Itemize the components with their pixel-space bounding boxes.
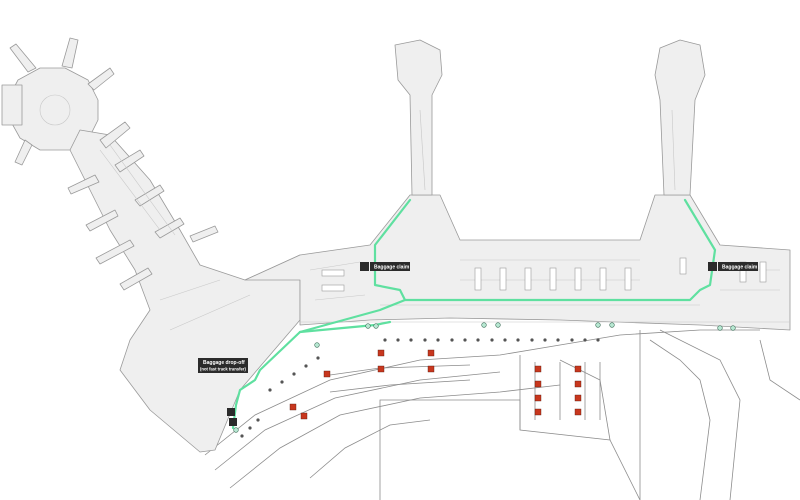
north-pier-west: [394, 39, 443, 196]
route-node-icon: [373, 323, 379, 329]
label-text: Baggage drop-off: [203, 360, 245, 366]
bus-stop-icon: [534, 394, 542, 402]
bus-stop-icon: [377, 349, 385, 357]
label-baggage-claim-east[interactable]: Baggage claim: [708, 262, 758, 271]
label-text: Baggage claim: [374, 265, 410, 271]
route-node-icon: [365, 323, 371, 329]
gate-stub: [95, 239, 135, 265]
gate-stub: [119, 267, 153, 291]
gate-stub: [67, 174, 100, 195]
pillars: [240, 338, 600, 438]
north-pier-east: [654, 39, 706, 196]
baggage-dropoff-icon: [229, 418, 237, 426]
gate-stub: [99, 121, 131, 149]
label-text: Baggage claim: [722, 265, 758, 271]
bus-stop-icon: [574, 365, 582, 373]
route-node-icon: [233, 427, 239, 433]
route-node-icon: [609, 322, 615, 328]
baggage-claim-icon: [360, 262, 369, 271]
label-baggage-claim-west[interactable]: Baggage claim: [360, 262, 410, 271]
gate-stub: [189, 225, 219, 243]
bus-stop-icon: [574, 408, 582, 416]
bus-stop-icon: [574, 380, 582, 388]
roads: [204, 329, 800, 500]
bus-stop-icon: [534, 408, 542, 416]
label-baggage-dropoff[interactable]: Baggage drop-off (not fast track transfe…: [198, 358, 248, 426]
route-node-icon: [730, 325, 736, 331]
baggage-dropoff-icon: [227, 408, 235, 416]
gate-stub: [85, 209, 119, 232]
label-subtext: (not fast track transfer): [200, 367, 246, 372]
baggage-claim-icon: [708, 262, 717, 271]
route-nodes: [233, 322, 736, 433]
baggage-belts: [321, 257, 767, 292]
rotunda-gate-arm: [87, 67, 115, 91]
bus-stop-icon: [289, 403, 297, 411]
bus-stop-icon: [427, 349, 435, 357]
route-node-icon: [314, 342, 320, 348]
bus-stop-icon: [574, 394, 582, 402]
bus-stop-icon: [534, 380, 542, 388]
bus-stop-icon: [300, 412, 308, 420]
bus-stop-icon: [377, 365, 385, 373]
rotunda-gate-arm: [14, 139, 33, 166]
bus-stop-icon: [534, 365, 542, 373]
route-node-icon: [481, 322, 487, 328]
main-terminal: [244, 194, 791, 331]
gate-stub: [114, 149, 145, 173]
route-node-icon: [595, 322, 601, 328]
gate-stub: [134, 184, 165, 207]
rotunda-annex: [1, 84, 23, 126]
route-node-icon: [495, 322, 501, 328]
bus-stop-icon: [323, 370, 331, 378]
route-node-icon: [717, 325, 723, 331]
rotunda-gate-arm: [61, 37, 79, 69]
rotunda-gate-arm: [9, 43, 37, 73]
bus-stop-icon: [427, 365, 435, 373]
gate-stub: [154, 217, 185, 239]
bus-stops: [289, 349, 582, 420]
